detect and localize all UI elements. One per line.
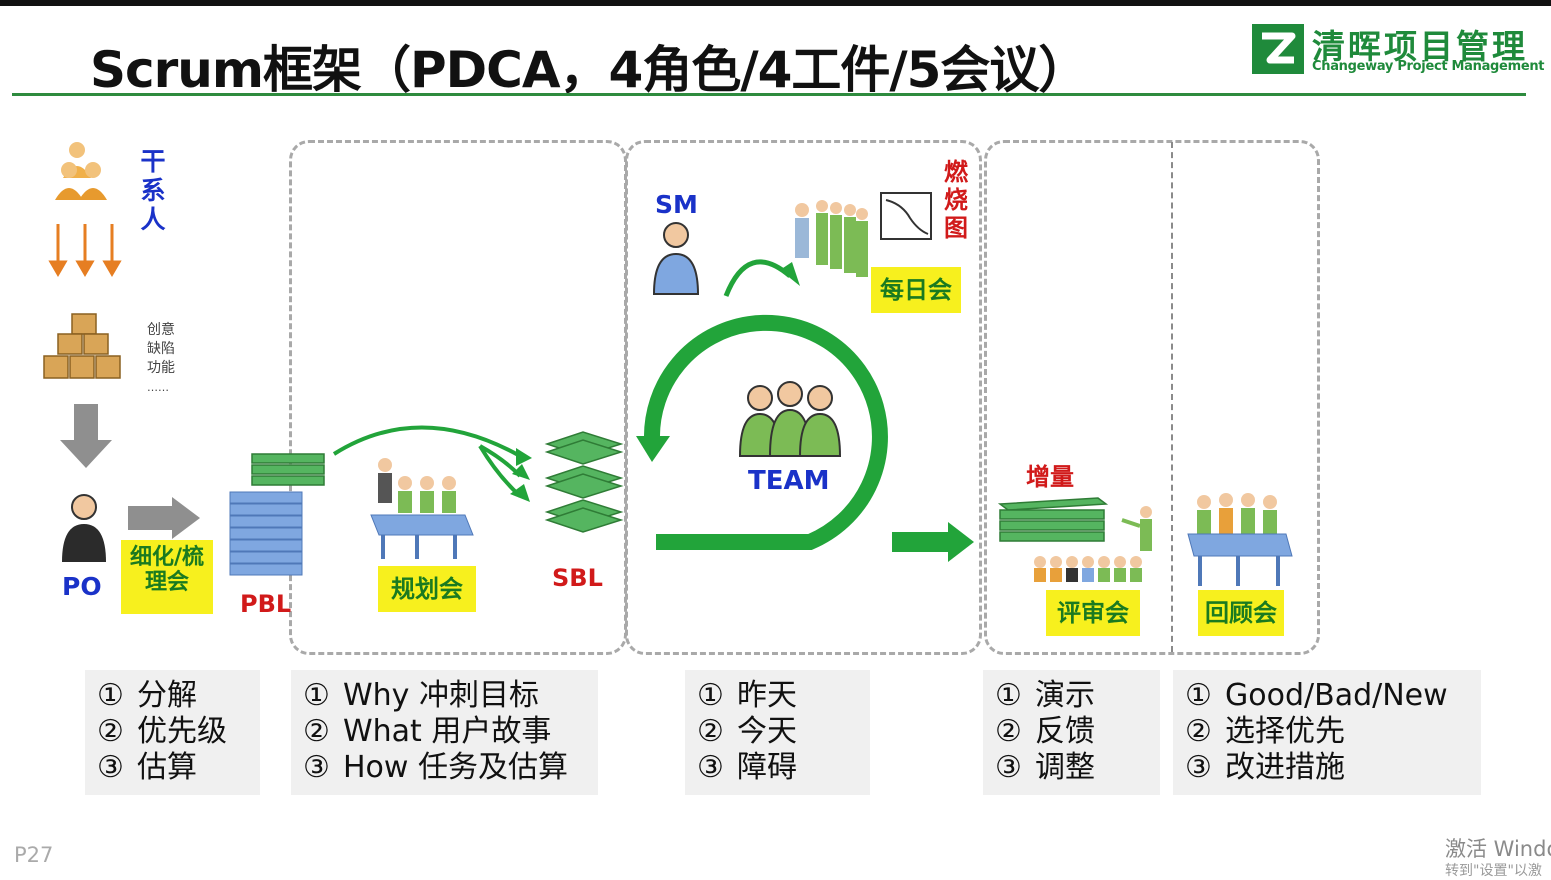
planning-flow-arrows <box>332 425 532 502</box>
review-retro-section-box <box>984 140 1320 655</box>
burndown-label: 燃烧图 <box>944 158 968 242</box>
activation-watermark-sub: 转到"设置"以激 <box>1445 863 1542 879</box>
burndown-chart-icon <box>880 192 932 240</box>
sprint-cycle-arrow <box>636 259 974 562</box>
changeway-logo-icon <box>1252 24 1304 74</box>
ideas-list: 创意 缺陷 功能 …… <box>147 321 175 397</box>
review-retro-divider <box>1171 142 1173 652</box>
scrum-master-icon <box>652 222 700 295</box>
retro-meeting-label: 回顾会 <box>1198 590 1284 636</box>
boxes-icon <box>43 313 121 379</box>
retro-team-icon <box>1187 493 1293 586</box>
sprint-backlog-icon <box>544 431 624 533</box>
gray-down-arrow-icon <box>60 404 112 468</box>
pbl-label: PBL <box>240 590 292 618</box>
idea-item: …… <box>147 381 169 394</box>
logo-name-en: Changeway Project Management <box>1312 59 1545 74</box>
page-title: Scrum框架（PDCA，4角色/4工件/5会议） <box>90 41 1088 99</box>
title-underline <box>12 93 1526 96</box>
idea-item: 创意 <box>147 322 175 338</box>
stakeholder-label: 干系人 <box>140 147 166 234</box>
logo-name-cn: 清晖项目管理 <box>1312 27 1528 66</box>
planning-meeting-label: 规划会 <box>378 566 476 612</box>
team-icon <box>738 381 842 457</box>
top-bar <box>0 0 1551 6</box>
sbl-label: SBL <box>552 564 603 592</box>
increment-label: 增量 <box>1026 463 1074 491</box>
planning-team-icon <box>370 458 474 559</box>
idea-item: 功能 <box>147 360 175 376</box>
refine-meeting-label: 细化/梳理会 <box>121 540 213 614</box>
activation-watermark: 激活 Windo <box>1445 837 1551 861</box>
po-label: PO <box>62 572 102 601</box>
gray-right-arrow-icon <box>128 497 200 539</box>
page-number: P27 <box>14 843 54 867</box>
sm-label: SM <box>655 190 698 219</box>
stakeholder-group-icon <box>55 142 107 200</box>
product-backlog-icon <box>229 453 325 576</box>
daily-meeting-label: 每日会 <box>871 267 961 313</box>
down-arrows-icon <box>48 224 122 277</box>
sprint-section-box <box>625 140 982 655</box>
product-owner-icon <box>62 494 106 562</box>
team-label: TEAM <box>748 466 830 496</box>
review-meeting-label: 评审会 <box>1046 590 1140 636</box>
daily-team-icon <box>795 200 868 277</box>
increment-review-icon <box>997 497 1152 582</box>
idea-item: 缺陷 <box>147 341 175 357</box>
